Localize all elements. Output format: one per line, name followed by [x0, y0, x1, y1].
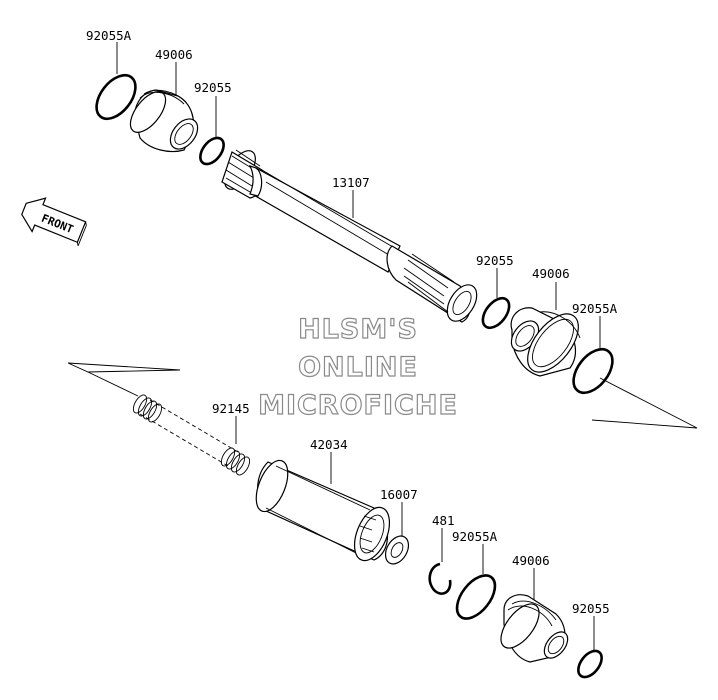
callout-92055a-middle: 92055A: [572, 301, 618, 316]
callout-labels: 92055A 49006 92055 13107 92055 49006 920…: [86, 28, 618, 616]
callout-42034: 42034: [310, 437, 348, 452]
o-ring-92055-upper: [199, 136, 225, 166]
callout-92055-middle: 92055: [476, 253, 514, 268]
coupling-42034: [255, 459, 391, 562]
o-ring-92055a-upper: [95, 73, 137, 121]
callout-13107: 13107: [332, 175, 370, 190]
watermark-line-3: MICROFICHE: [258, 390, 458, 421]
spring-92145: [132, 394, 251, 476]
o-ring-92055a-lower: [455, 574, 497, 620]
callout-92055a-lower: 92055A: [452, 529, 498, 544]
drive-shaft-13107: [221, 149, 478, 323]
o-ring-92055-middle: [481, 296, 511, 330]
callout-49006-upper: 49006: [155, 47, 193, 62]
washer-16007: [384, 535, 410, 565]
leader-lines: [116, 42, 601, 650]
boot-49006-upper: [129, 89, 199, 153]
o-ring-92055a-middle: [572, 347, 614, 395]
boot-49006-lower: [500, 594, 569, 663]
callout-92145: 92145: [212, 401, 250, 416]
axis-indicator-lines: [67, 362, 698, 429]
front-direction-arrow: FRONT: [21, 197, 87, 246]
callout-16007: 16007: [380, 487, 418, 502]
watermark-line-1: HLSM'S: [298, 314, 418, 345]
watermark-line-2: ONLINE: [298, 352, 418, 383]
circlip-481: [428, 562, 452, 595]
callout-49006-middle: 49006: [532, 266, 570, 281]
callout-481: 481: [432, 513, 455, 528]
callout-92055-lower: 92055: [572, 601, 610, 616]
boot-49006-middle: [510, 307, 581, 377]
watermark: HLSM'S ONLINE MICROFICHE: [257, 313, 458, 421]
callout-92055-upper: 92055: [194, 80, 232, 95]
o-ring-92055-lower: [577, 649, 603, 679]
callout-49006-lower: 49006: [512, 553, 550, 568]
callout-92055a-upper: 92055A: [86, 28, 132, 43]
